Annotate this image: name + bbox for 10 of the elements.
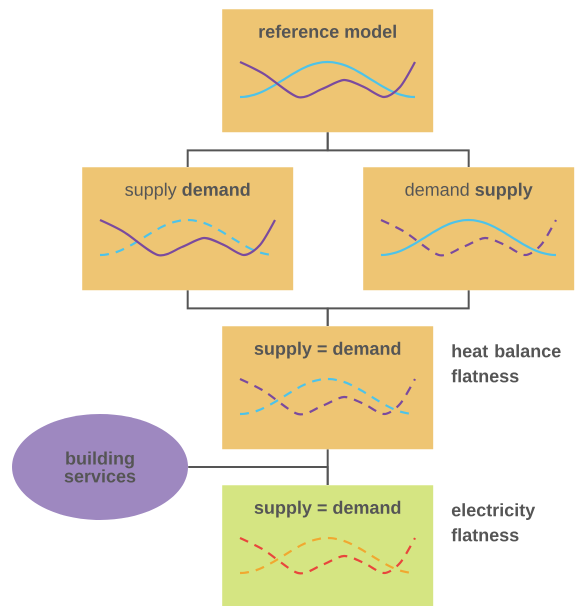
process-box: demand supply xyxy=(363,167,574,290)
side-label: electricity flatness xyxy=(452,503,536,542)
connector-line xyxy=(326,132,470,167)
process-box: supply = demand xyxy=(222,326,434,450)
process-box: supply demand xyxy=(82,167,294,290)
side-label: heat balance flatness xyxy=(452,344,561,382)
process-box: supply = demand xyxy=(222,485,434,606)
connector-line xyxy=(188,466,329,485)
process-box: reference model xyxy=(222,9,434,132)
connector-line xyxy=(326,290,470,326)
